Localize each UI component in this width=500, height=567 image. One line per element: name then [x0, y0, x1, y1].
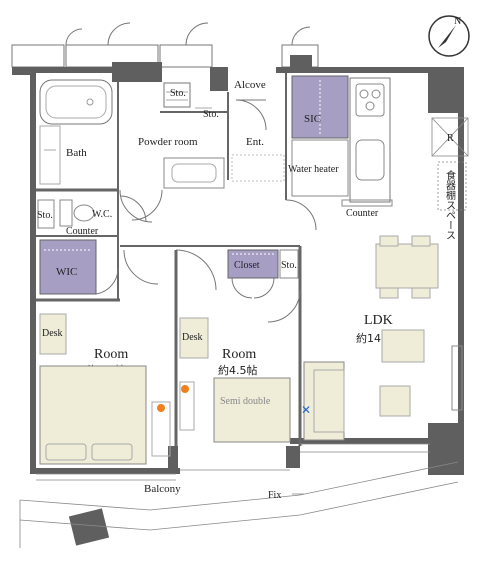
storage-top-2-label: Sto.	[203, 109, 219, 120]
kitchen-area: Counter	[341, 77, 393, 219]
closet-label: Closet	[234, 260, 260, 271]
appliance-space: R 食器棚スペース	[431, 117, 469, 240]
water-heater-area: Water heater	[288, 139, 349, 197]
fix-window-label: Fix	[268, 490, 281, 501]
entrance-label: Ent.	[246, 136, 264, 148]
interior-walls	[36, 73, 302, 446]
ldk-area: LDK 約14.5帖 ✕	[301, 235, 463, 441]
room-left-label: Room	[94, 347, 128, 362]
alcove-label: Alcove	[234, 79, 266, 91]
room-mid-label: Room	[222, 347, 256, 362]
wic-label: WIC	[56, 266, 77, 278]
walls	[12, 55, 464, 546]
pantry-space-label: 食器棚スペース	[444, 169, 456, 240]
powder-room-label: Powder room	[138, 136, 198, 148]
room-mid-desk-label: Desk	[182, 332, 203, 343]
sic-label: SIC	[304, 113, 321, 125]
wc-storage-label: Sto.	[37, 210, 53, 221]
bath-area: Bath	[39, 79, 113, 185]
top-utility-shafts	[11, 22, 319, 68]
room-left-desk-label: Desk	[42, 328, 63, 339]
top-storage: Sto. Sto.	[163, 82, 219, 120]
wic-closet: WIC	[39, 239, 119, 295]
hall-doors	[123, 199, 317, 323]
room-mid: Desk Room 約4.5帖 Semi double	[179, 317, 291, 443]
compass: N	[428, 15, 470, 57]
balcony-label: Balcony	[144, 483, 181, 495]
powder-room-area: Powder room	[119, 136, 225, 223]
wc-label: W.C.	[92, 209, 112, 220]
sic-closet: SIC	[291, 75, 349, 139]
closet-area: Closet Sto.	[227, 249, 299, 299]
entrance-area: Alcove Ent.	[231, 79, 285, 182]
water-heater-label: Water heater	[288, 164, 339, 175]
balcony-area: Balcony Fix	[19, 443, 459, 548]
outlet-marker-icon: ✕	[301, 403, 311, 417]
semi-double-bed-label: Semi double	[220, 396, 271, 407]
closet-storage-label: Sto.	[281, 260, 297, 271]
kitchen-counter-label: Counter	[346, 208, 379, 219]
storage-top-1-label: Sto.	[170, 88, 186, 99]
ldk-label: LDK	[364, 313, 393, 328]
wc-counter-label: Counter	[66, 226, 99, 237]
room-mid-size: 約4.5帖	[218, 363, 258, 377]
bath-label: Bath	[66, 147, 87, 159]
wc-area: Sto. W.C. Counter	[37, 195, 147, 237]
room-left: Desk Room 約6.0帖	[39, 313, 171, 465]
compass-north-label: N	[454, 16, 461, 27]
refrigerator-label: R	[447, 133, 454, 144]
